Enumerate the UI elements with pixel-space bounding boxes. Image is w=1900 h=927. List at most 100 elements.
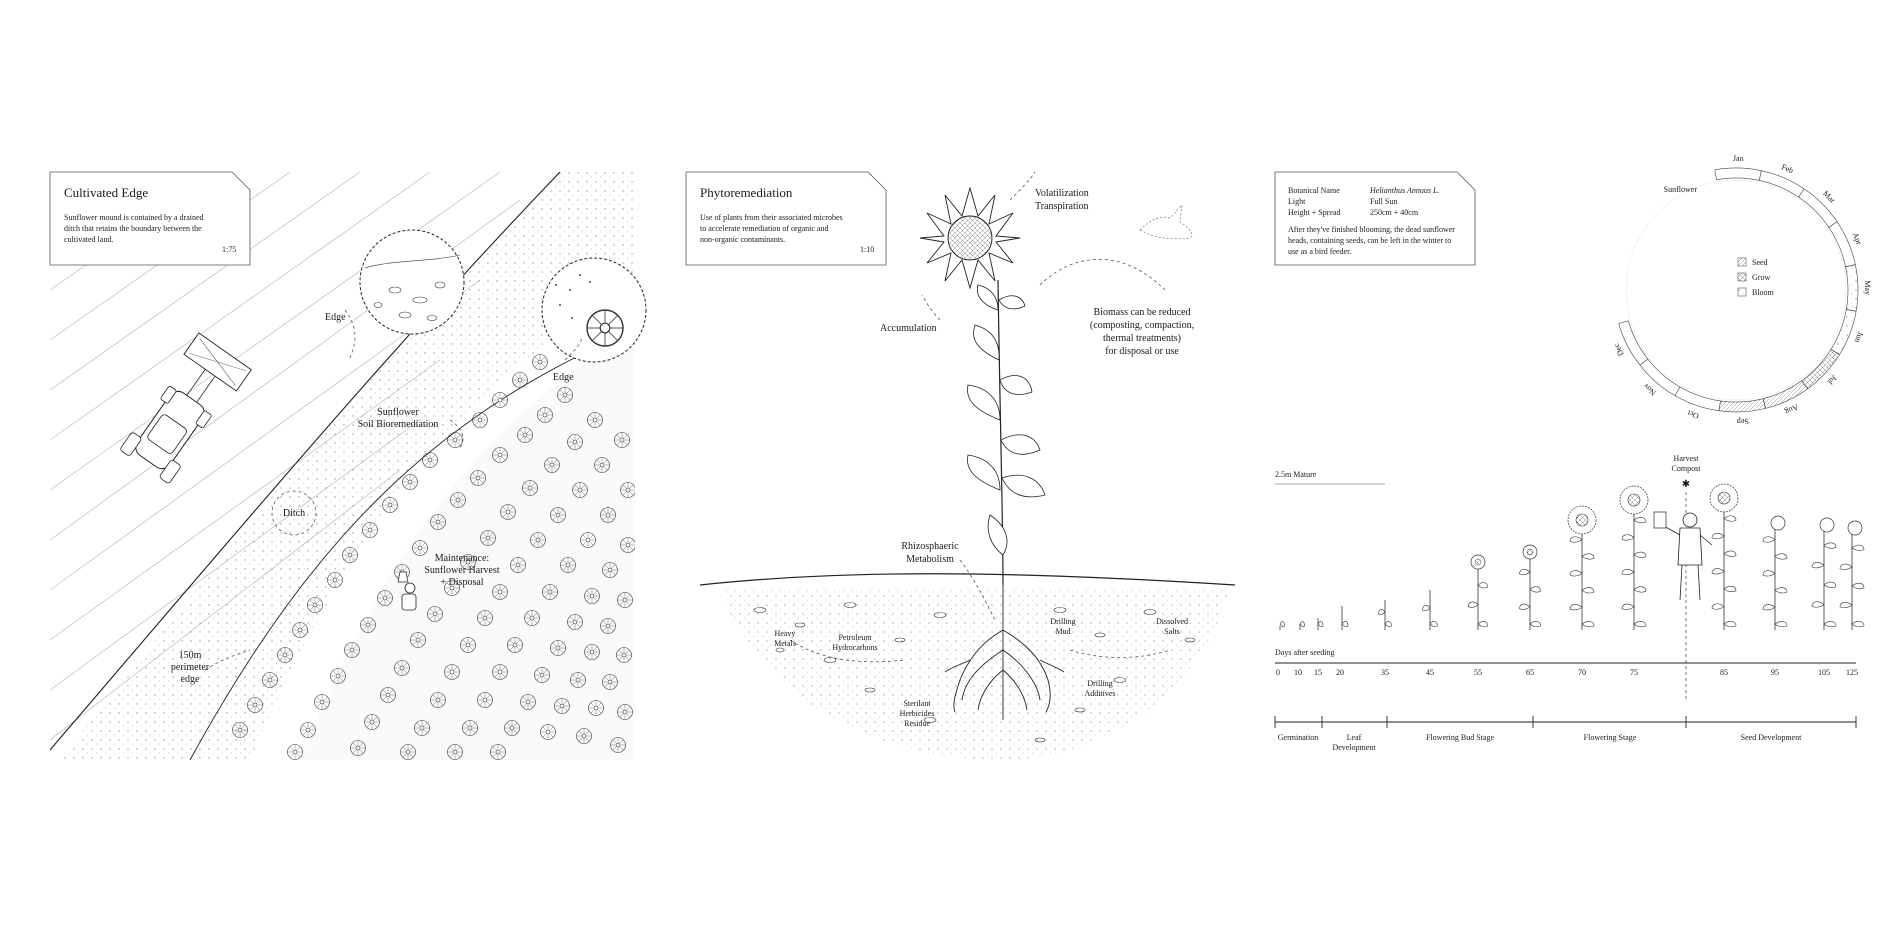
- calendar-month-apr: Apr: [1851, 231, 1864, 246]
- label-dissolved-1: Dissolved: [1156, 617, 1188, 626]
- label-bio-2: Soil Bioremediation: [358, 419, 439, 430]
- label-steril-2: Herbicides: [900, 709, 935, 718]
- light-value: Full Sun: [1370, 197, 1397, 206]
- label-rhizo-1: Rhizosphaeric: [901, 541, 959, 552]
- height-label: Height + Spread: [1288, 208, 1341, 217]
- info-note-3: use as a bird feeder.: [1288, 247, 1351, 256]
- growth-plant-10: [1709, 483, 1739, 630]
- panel-phytoremediation: Phytoremediation Use of plants from thei…: [685, 171, 1236, 760]
- ground-line: [699, 573, 1236, 586]
- label-biomass-4: for disposal or use: [1105, 346, 1179, 357]
- info-note-2: heads, containing seeds, can be left in …: [1288, 236, 1451, 245]
- calendar-segment-may: [1845, 264, 1859, 312]
- growth-plant-12: [1811, 517, 1837, 630]
- phytoremediation-desc-1: Use of plants from their associated micr…: [700, 213, 843, 222]
- calendar-segment-sep: [1718, 398, 1766, 413]
- label-maint-1: Maintenance:: [435, 553, 489, 564]
- stage-flowering-bud: Flowering Bud Stage: [1426, 733, 1494, 742]
- calendar-month-mar: Mar: [1821, 189, 1837, 205]
- calendar-month-may: May: [1863, 280, 1872, 295]
- day-tick-105: 105: [1818, 668, 1830, 677]
- info-note-1: After they've finished blooming, the dea…: [1288, 225, 1455, 234]
- calendar-month-jul: Jul: [1825, 373, 1838, 387]
- day-tick-15: 15: [1314, 668, 1322, 677]
- label-steril-1: Sterilant: [903, 699, 931, 708]
- tractor-illustration: [120, 332, 252, 484]
- label-rhizo-2: Metabolism: [906, 554, 954, 565]
- light-label: Light: [1288, 197, 1306, 206]
- label-drill-mud-2: Mud: [1055, 627, 1070, 636]
- ditch-band: [60, 172, 635, 760]
- root-system: [944, 585, 1065, 720]
- legend-grow: Grow: [1752, 273, 1770, 282]
- calendar-month-sep: Sep: [1737, 417, 1749, 427]
- bird-illustration: [1139, 203, 1193, 240]
- legend-seed-swatch: [1737, 257, 1747, 267]
- arrow-volatilization: [1009, 171, 1036, 201]
- day-tick-45: 45: [1426, 668, 1434, 677]
- calendar-segment-apr: [1828, 221, 1856, 268]
- label-volatilization: Volatilization: [1035, 188, 1089, 199]
- label-biomass-3: thermal treatments): [1103, 333, 1181, 344]
- plant-info-card: [1274, 171, 1476, 266]
- label-bio-1: Sunflower: [377, 407, 419, 418]
- growth-plant-3: [1341, 606, 1349, 630]
- growth-plant-4: [1378, 600, 1392, 630]
- calendar-month-dec: Dec: [1612, 342, 1626, 358]
- day-tick-35: 35: [1381, 668, 1389, 677]
- growth-plant-1: [1299, 621, 1305, 630]
- cultivated-edge-card: [49, 171, 251, 266]
- soil-particles: [753, 602, 1196, 743]
- stage-leaf-1: Leaf: [1347, 733, 1362, 742]
- growth-plant-9: [1619, 485, 1649, 630]
- growth-stage-plants: [1279, 483, 1865, 630]
- cultivated-edge-title: Cultivated Edge: [64, 185, 148, 200]
- calendar-label: Sunflower: [1664, 185, 1698, 194]
- cultivated-edge-desc-2: ditch that retains the boundary between …: [64, 224, 202, 233]
- mature-label: 2.5m Mature: [1275, 470, 1317, 479]
- harvest-label: Harvest: [1674, 454, 1700, 463]
- growth-plant-7: [1519, 544, 1541, 630]
- legend-bloom: Bloom: [1752, 288, 1775, 297]
- panel-cultivated-edge: Cultivated Edge Sunflower mound is conta…: [49, 171, 647, 760]
- label-heavy-2: Metals: [774, 639, 796, 648]
- field-edge-line: [50, 172, 561, 751]
- label-biomass-2: (composting, compaction,: [1090, 320, 1194, 331]
- calendar-segment-feb: [1758, 170, 1805, 198]
- phytoremediation-title: Phytoremediation: [700, 185, 793, 200]
- gardener-figure: [397, 571, 417, 611]
- growth-plant-0: [1279, 621, 1285, 630]
- legend-bloom-swatch: [1737, 287, 1747, 297]
- label-biomass-1: Biomass can be reduced: [1094, 307, 1191, 318]
- growth-plant-8: [1567, 505, 1597, 630]
- height-value: 250cm + 40cm: [1370, 208, 1419, 217]
- label-perim-2: perimeter: [171, 662, 210, 673]
- label-ditch: Ditch: [283, 508, 305, 519]
- days-label: Days after seeding: [1275, 648, 1335, 657]
- calendar-month-nov: Nov: [1641, 381, 1657, 397]
- label-drill-add-2: Additives: [1084, 689, 1115, 698]
- cultivated-edge-scale: 1:75: [222, 245, 236, 254]
- label-perim-3: edge: [181, 674, 200, 685]
- label-edge-top: Edge: [325, 312, 346, 323]
- calendar-month-oct: Oct: [1685, 408, 1700, 421]
- calendar-month-jun: Jun: [1853, 330, 1865, 344]
- phytoremediation-desc-2: to accelerate remediation of organic and: [700, 224, 828, 233]
- growth-plant-2: [1317, 618, 1324, 630]
- legend-grow-swatch: [1737, 272, 1747, 282]
- stage-dividers: [1274, 716, 1857, 728]
- flower-detail-circle: [541, 257, 647, 363]
- calendar-segment-dec: [1618, 320, 1649, 366]
- growth-plant-11: [1762, 515, 1788, 630]
- mound-edge-line: [189, 329, 635, 760]
- harvest-star-icon: ✱: [1682, 479, 1690, 490]
- label-heavy-1: Heavy: [775, 629, 796, 638]
- calendar-month-jan: Jan: [1733, 154, 1744, 163]
- stage-leaf-2: Development: [1332, 743, 1376, 752]
- calendar-segment-jun: [1830, 309, 1857, 356]
- legend-seed: Seed: [1752, 258, 1768, 267]
- growth-plant-13: [1839, 520, 1865, 630]
